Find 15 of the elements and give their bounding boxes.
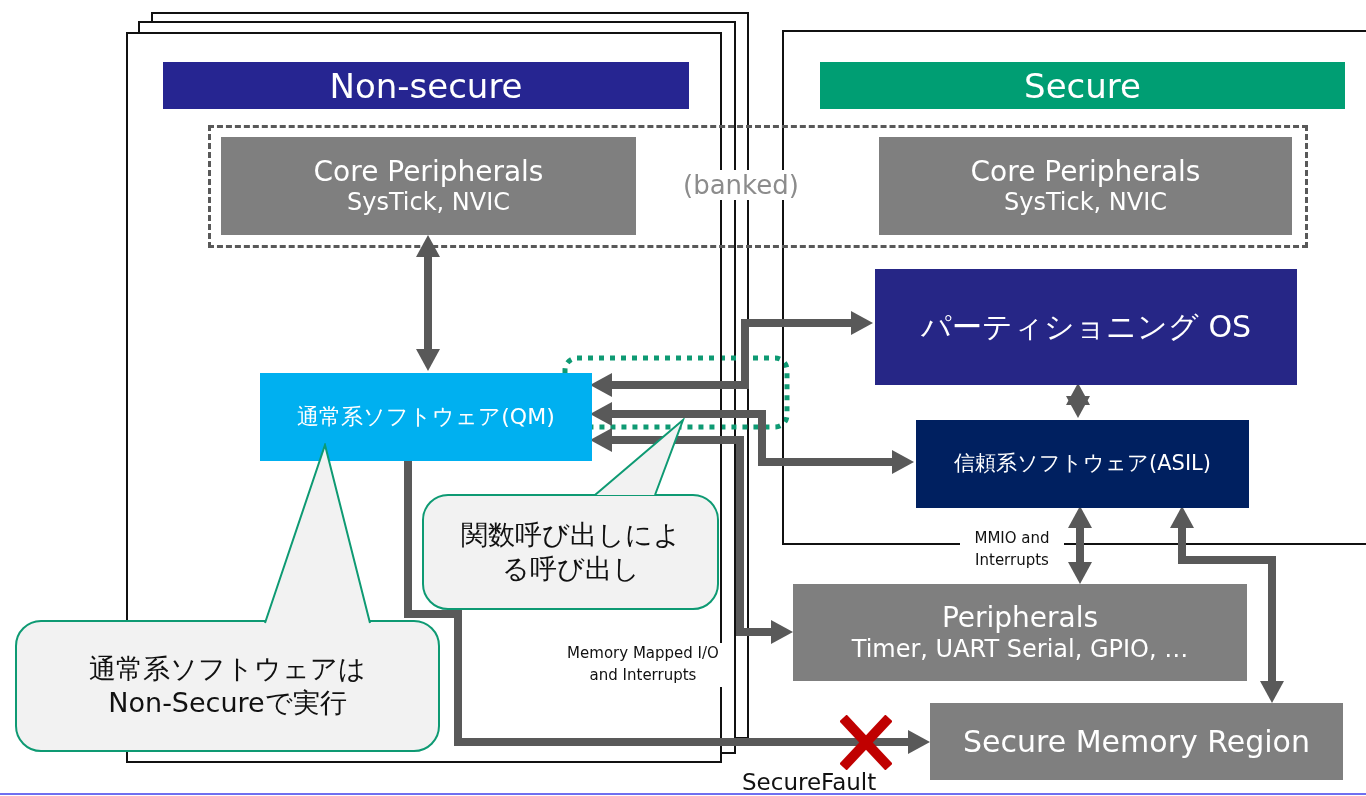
connector-arrow bbox=[404, 459, 930, 754]
domain-header: Secure bbox=[820, 62, 1345, 109]
peripheral-block: Peripherals Timer, UART Serial, GPIO, … bbox=[793, 584, 1247, 681]
domain-header: Non-secure bbox=[163, 62, 689, 109]
software-block: 通常系ソフトウェア(QM) bbox=[260, 373, 592, 461]
fault-label: SecureFault bbox=[742, 770, 877, 794]
os-block: パーティショニング OS bbox=[875, 269, 1297, 385]
connector-arrow bbox=[416, 235, 440, 371]
memory-block: Secure Memory Region bbox=[930, 703, 1343, 780]
software-block: 信頼系ソフトウェア(ASIL) bbox=[916, 420, 1249, 508]
connector-arrow bbox=[1170, 506, 1284, 703]
peripheral-block: Core Peripherals SysTick, NVIC bbox=[221, 137, 636, 235]
connector-arrow bbox=[1066, 383, 1090, 418]
peripheral-block: Core Peripherals SysTick, NVIC bbox=[879, 137, 1292, 235]
connector-arrow bbox=[1068, 506, 1092, 584]
